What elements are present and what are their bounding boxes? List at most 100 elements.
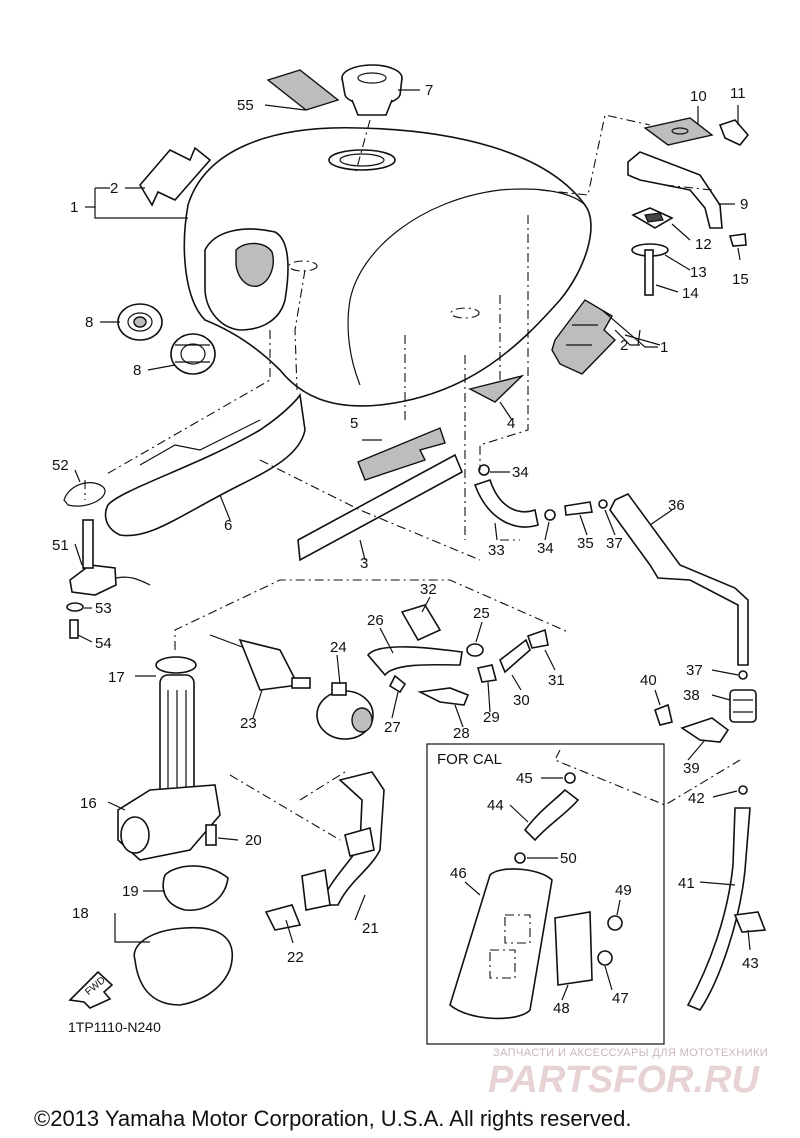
clip-34-lower <box>544 509 556 521</box>
callout: 40 <box>640 672 657 689</box>
emblem-right <box>551 299 617 375</box>
bracket-assembly <box>627 117 750 296</box>
fuel-sender <box>69 519 151 596</box>
damper-2 <box>170 333 216 375</box>
callout: 53 <box>95 600 112 617</box>
callout: 8 <box>85 314 93 331</box>
clip-42 <box>738 785 748 795</box>
callout: 33 <box>488 542 505 559</box>
callout: 38 <box>683 687 700 704</box>
hose-33 <box>473 478 539 528</box>
callout: 2 <box>110 180 118 197</box>
callout: 17 <box>108 669 125 686</box>
fwd-arrow-icon: FWD <box>68 970 114 1009</box>
callout: 45 <box>516 770 533 787</box>
tank-plate <box>297 453 464 562</box>
callout: 52 <box>52 457 69 474</box>
callout: 28 <box>453 725 470 742</box>
callout: 48 <box>553 1000 570 1017</box>
callout: 12 <box>695 236 712 253</box>
callout: 18 <box>72 905 89 922</box>
cover-19 <box>162 865 229 911</box>
bracket-plate <box>357 427 446 481</box>
hose-assembly <box>366 604 549 706</box>
emblem-left <box>139 146 212 207</box>
callout: 10 <box>690 88 707 105</box>
callout: 35 <box>577 535 594 552</box>
callout: 6 <box>224 517 232 534</box>
triangle-plate <box>468 374 525 403</box>
bolt-40 <box>653 703 673 726</box>
callout: 46 <box>450 865 467 882</box>
callout: 51 <box>52 537 69 554</box>
pipe-36 <box>609 492 749 666</box>
callout: 15 <box>732 271 749 288</box>
callout-numbers: 1 1 2 2 3 4 5 6 7 8 8 9 10 11 12 13 14 1… <box>52 82 759 1017</box>
callout: 36 <box>668 497 685 514</box>
fuel-tank <box>183 126 592 407</box>
callout: 54 <box>95 635 112 652</box>
callout: 13 <box>690 264 707 281</box>
callout: 50 <box>560 850 577 867</box>
callout: 11 <box>730 85 746 102</box>
callout: 34 <box>537 540 554 557</box>
callout: 29 <box>483 709 500 726</box>
callout: 47 <box>612 990 629 1007</box>
callout: 3 <box>360 555 368 572</box>
callout: 16 <box>80 795 97 812</box>
callout: 32 <box>420 581 437 598</box>
watermark-brand: PARTSFOR.RU <box>488 1059 760 1101</box>
callout: 27 <box>384 719 401 736</box>
callout: 31 <box>548 672 565 689</box>
callout: 30 <box>513 692 530 709</box>
callout: 43 <box>742 955 759 972</box>
fuel-cap <box>341 64 403 116</box>
for-cal-label: FOR CAL <box>437 751 502 768</box>
washer-53 <box>66 602 84 612</box>
callout: 39 <box>683 760 700 777</box>
clip-37-lower <box>738 670 748 680</box>
callout: 20 <box>245 832 262 849</box>
side-cover <box>104 392 306 537</box>
reference-lines <box>84 114 741 841</box>
callout: 9 <box>740 196 748 213</box>
watermark-russian: ЗАПЧАСТИ И АКСЕССУАРЫ ДЛЯ МОТОТЕХНИКИ <box>493 1047 768 1059</box>
callout: 7 <box>425 82 433 99</box>
clamp-39 <box>680 717 730 743</box>
vent-valve-38 <box>729 689 757 723</box>
fuel-pump <box>316 682 374 740</box>
callout-leaders <box>74 89 751 1001</box>
clip-34-upper <box>478 464 490 476</box>
callout: 1 <box>70 199 78 216</box>
callout: 19 <box>122 883 139 900</box>
clip-43 <box>733 911 767 933</box>
hose-41 <box>686 807 751 1011</box>
callout: 21 <box>362 920 379 937</box>
damper-1 <box>117 303 163 341</box>
callout: 37 <box>606 535 623 552</box>
callout: 4 <box>507 415 515 432</box>
for-cal-box <box>426 743 665 1045</box>
screw-54 <box>69 619 79 639</box>
callout: 55 <box>237 97 254 114</box>
callout: 23 <box>240 715 257 732</box>
joint-35 <box>564 501 593 516</box>
callout: 1 <box>660 339 668 356</box>
fuel-filter <box>209 634 311 691</box>
copyright-notice: ©2013 Yamaha Motor Corporation, U.S.A. A… <box>34 1106 631 1131</box>
callout: 37 <box>686 662 703 679</box>
callout: 42 <box>688 790 705 807</box>
hose-21 <box>301 771 385 911</box>
callout: 26 <box>367 612 384 629</box>
callout: 22 <box>287 949 304 966</box>
callout: 25 <box>473 605 490 622</box>
callout: 24 <box>330 639 347 656</box>
cover-18 <box>133 926 233 1006</box>
callout: 8 <box>133 362 141 379</box>
callout: 14 <box>682 285 699 302</box>
clip-37-upper <box>598 499 608 509</box>
diagram-code: 1TP1110-N240 <box>68 1019 161 1035</box>
clamp-22 <box>264 904 302 931</box>
callout: 5 <box>350 415 358 432</box>
callout: 2 <box>620 337 628 354</box>
